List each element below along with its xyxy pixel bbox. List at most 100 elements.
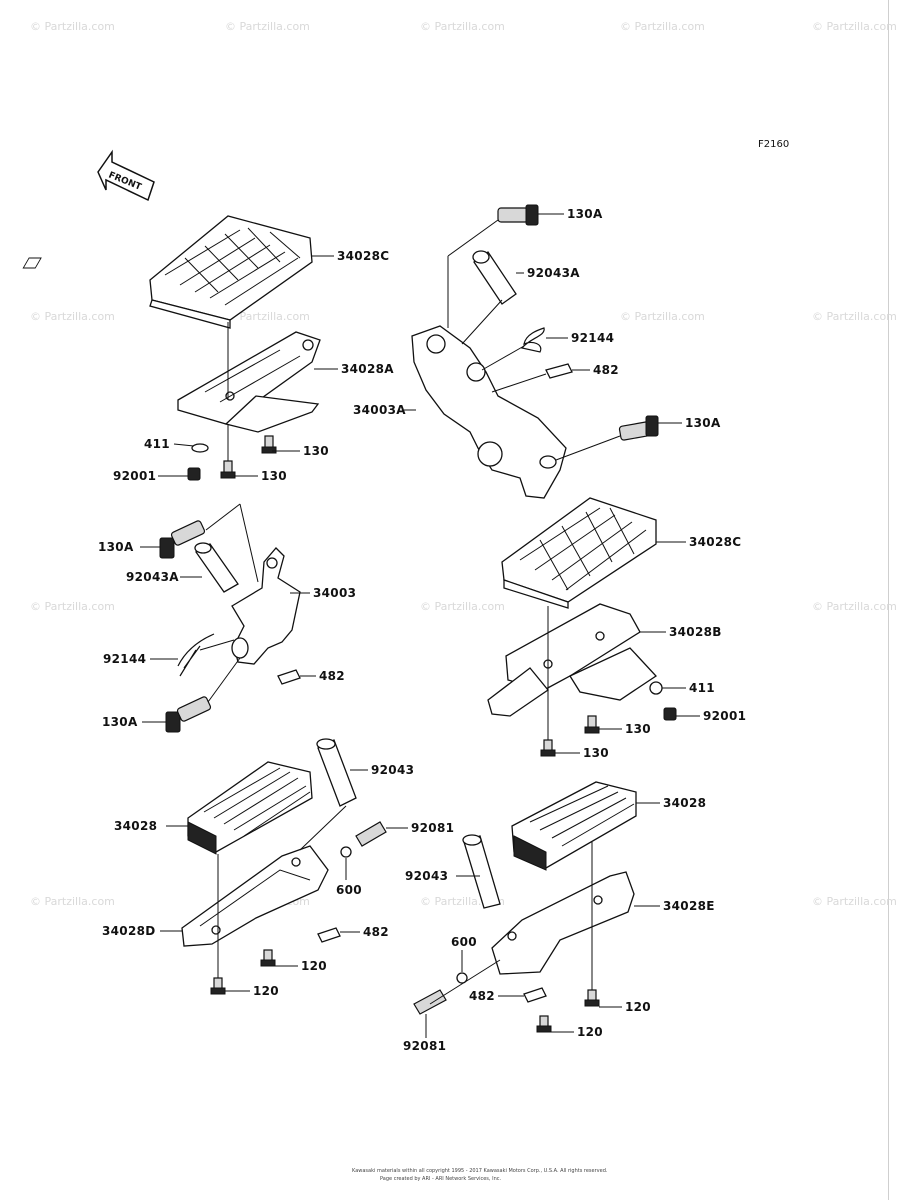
copyright-footer-line2: Page created by ARI - ARI Network Servic… <box>380 1176 501 1182</box>
callout-leaders <box>140 213 700 1038</box>
callout-130a-mid-left: 130A <box>98 540 134 554</box>
callout-130a-low-left: 130A <box>102 715 138 729</box>
bolt-120-right-1 <box>584 989 600 1007</box>
watermark: © Partzilla.com <box>30 600 115 613</box>
bolt-130-left-2 <box>220 460 236 479</box>
footpeg-rubber-34028-right <box>511 781 637 871</box>
watermark: © Partzilla.com <box>30 310 115 323</box>
figure-code: F2160 <box>758 139 789 150</box>
cotter-482-top <box>545 363 573 379</box>
ball-600-right <box>456 972 468 984</box>
callout-120-left-2: 120 <box>253 984 279 998</box>
callout-92043a-top: 92043A <box>527 266 580 280</box>
callout-600-left: 600 <box>336 883 362 897</box>
footpeg-bracket-34003 <box>231 547 301 665</box>
bolt-120-left-1 <box>260 949 276 967</box>
callout-130a-top: 130A <box>567 207 603 221</box>
nut-92001-left <box>187 467 201 481</box>
callout-130a-right: 130A <box>685 416 721 430</box>
watermark: © Partzilla.com <box>812 20 897 33</box>
callout-34028e: 34028E <box>663 899 715 913</box>
footpeg-rubber-34028c-top <box>22 215 313 329</box>
watermark: © Partzilla.com <box>225 310 310 323</box>
callout-120-right-2: 120 <box>577 1025 603 1039</box>
bolt-130a-right <box>618 415 659 441</box>
pin-92043a-mid <box>194 542 239 593</box>
callout-34028a: 34028A <box>341 362 394 376</box>
pin-92043a-top <box>472 250 517 305</box>
pin-92043-left <box>316 738 357 807</box>
callout-120-left-1: 120 <box>301 959 327 973</box>
callout-92081-right: 92081 <box>403 1039 446 1053</box>
washer-411-right <box>649 681 663 695</box>
callout-92144-mid: 92144 <box>103 652 146 666</box>
callout-600-right: 600 <box>451 935 477 949</box>
callout-92043a-mid: 92043A <box>126 570 179 584</box>
watermark: © Partzilla.com <box>812 600 897 613</box>
callout-labels: 34028C 34028A 411 130 92001 130 130A 920… <box>98 207 746 1053</box>
callout-130-right-1: 130 <box>625 722 651 736</box>
watermark: © Partzilla.com <box>812 310 897 323</box>
footpeg-rubber-34028-left <box>187 761 313 855</box>
callout-34028d: 34028D <box>102 924 156 938</box>
bolt-130a-top <box>497 204 539 226</box>
callout-92144-top: 92144 <box>571 331 614 345</box>
bolt-120-left-2 <box>210 977 226 995</box>
bolt-130-left-1 <box>261 435 277 454</box>
watermark: © Partzilla.com <box>420 600 505 613</box>
watermark: © Partzilla.com <box>812 895 897 908</box>
bolt-120-right-2 <box>536 1015 552 1033</box>
callout-130-left-2: 130 <box>261 469 287 483</box>
ball-600-left <box>340 846 352 858</box>
watermark: © Partzilla.com <box>30 20 115 33</box>
pin-92043-right <box>462 834 501 909</box>
bolt-130-right-2 <box>540 739 556 757</box>
footpeg-bracket-34028d <box>181 845 329 947</box>
watermark: © Partzilla.com <box>620 310 705 323</box>
callout-34028c-right: 34028C <box>689 535 741 549</box>
callout-130-left-1: 130 <box>303 444 329 458</box>
bolt-130a-low-left <box>165 696 212 733</box>
spring-92081-left <box>355 821 387 847</box>
bolt-130a-mid-left <box>159 520 206 559</box>
spring-92144-top <box>520 327 545 353</box>
callout-92043-right: 92043 <box>405 869 448 883</box>
callout-34028c-top: 34028C <box>337 249 389 263</box>
callout-92081-left: 92081 <box>411 821 454 835</box>
watermark-group: © Partzilla.com © Partzilla.com © Partzi… <box>30 20 897 908</box>
watermark: © Partzilla.com <box>620 20 705 33</box>
page-border-line <box>888 0 889 1200</box>
callout-92001-left: 92001 <box>113 469 156 483</box>
callout-411-left: 411 <box>144 437 170 451</box>
cotter-482-right <box>523 987 547 1003</box>
callout-92001-right: 92001 <box>703 709 746 723</box>
footpeg-bracket-34028e <box>491 871 635 975</box>
nut-92001-right <box>663 707 677 721</box>
footpeg-bracket-34028b <box>487 603 657 717</box>
callout-482-right: 482 <box>469 989 495 1003</box>
spring-92081-right <box>413 989 447 1015</box>
footpeg-bracket-34028a <box>177 331 321 433</box>
callout-34003: 34003 <box>313 586 356 600</box>
callout-34028b: 34028B <box>669 625 722 639</box>
bolt-130-right-1 <box>584 715 600 734</box>
callout-482-mid: 482 <box>319 669 345 683</box>
callout-482-top: 482 <box>593 363 619 377</box>
callout-34003a: 34003A <box>353 403 406 417</box>
spring-92144-mid <box>177 633 215 677</box>
watermark: © Partzilla.com <box>30 895 115 908</box>
watermark: © Partzilla.com <box>420 20 505 33</box>
callout-34028-left: 34028 <box>114 819 157 833</box>
callout-130-right-2: 130 <box>583 746 609 760</box>
callout-34028-right: 34028 <box>663 796 706 810</box>
watermark: © Partzilla.com <box>225 20 310 33</box>
callout-92043-left: 92043 <box>371 763 414 777</box>
callout-411-right: 411 <box>689 681 715 695</box>
callout-482-left: 482 <box>363 925 389 939</box>
footpeg-rubber-34028c-right <box>501 497 657 609</box>
front-direction-arrow-icon: FRONT <box>97 149 155 202</box>
footpeg-bracket-34003a <box>411 325 567 499</box>
callout-120-right-1: 120 <box>625 1000 651 1014</box>
